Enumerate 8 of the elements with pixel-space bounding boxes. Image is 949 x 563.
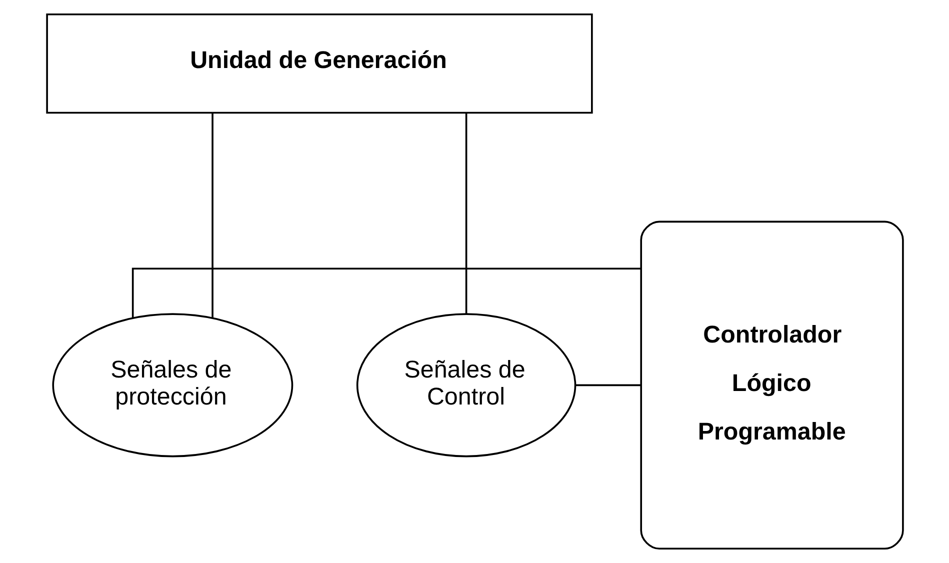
- connector: [574, 384, 641, 386]
- node-box: Unidad de Generación: [46, 13, 592, 114]
- node-ellipse: Señales de protección: [52, 313, 293, 458]
- connector: [464, 113, 467, 314]
- connector: [131, 268, 640, 318]
- node-box: Controlador Lógico Programable: [640, 220, 904, 550]
- connector: [211, 113, 213, 318]
- node-ellipse: Señales de Control: [356, 313, 576, 458]
